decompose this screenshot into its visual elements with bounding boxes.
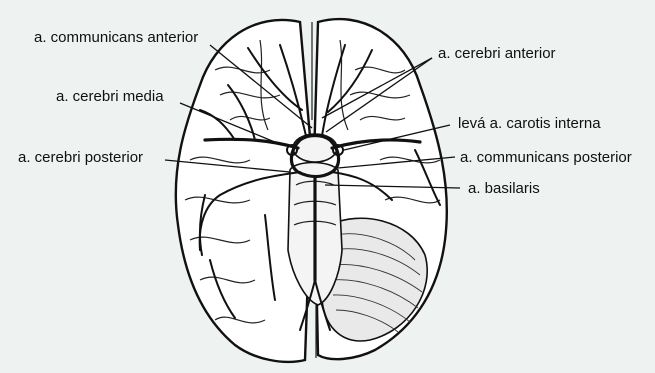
- label-carotis-interna: levá a. carotis interna: [458, 115, 601, 132]
- label-communicans-anterior: a. communicans anterior: [34, 29, 198, 46]
- label-communicans-posterior: a. communicans posterior: [460, 149, 632, 166]
- label-cerebri-posterior: a. cerebri posterior: [18, 149, 143, 166]
- label-basilaris: a. basilaris: [468, 180, 540, 197]
- label-cerebri-anterior: a. cerebri anterior: [438, 45, 556, 62]
- brain-illustration: [176, 19, 447, 362]
- label-cerebri-media: a. cerebri media: [56, 88, 164, 105]
